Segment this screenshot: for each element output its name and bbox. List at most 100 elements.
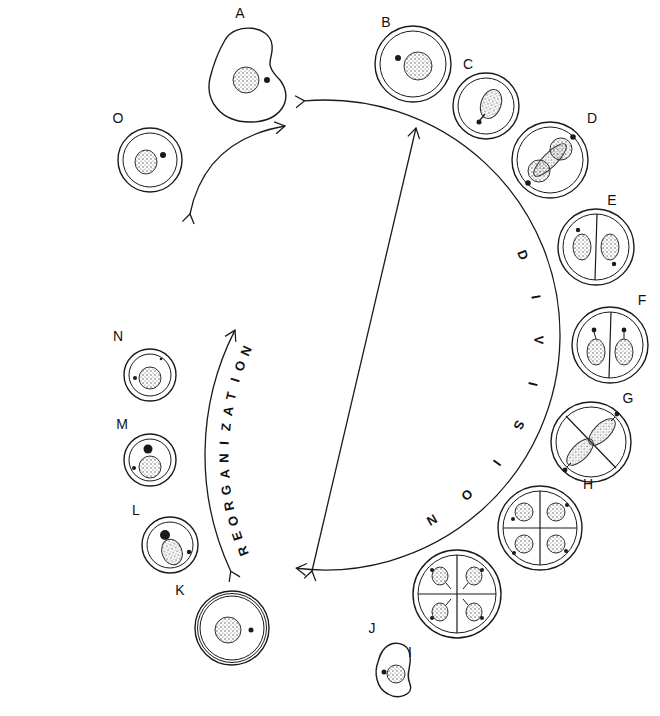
strand: [463, 599, 468, 605]
cyst-wall: [453, 73, 519, 139]
nucleus: [158, 536, 186, 567]
arc-letter: R: [235, 544, 251, 558]
nucleus: [387, 665, 405, 683]
arc-letter: I: [491, 457, 504, 468]
granule: [133, 376, 137, 380]
strand: [609, 312, 611, 378]
granule: [612, 262, 616, 266]
cells: [118, 26, 648, 697]
cycle-arrows: [182, 96, 560, 582]
arc-letter: I: [529, 294, 542, 300]
cyst-wall-inner: [503, 491, 577, 565]
arc-letter: Z: [219, 422, 233, 431]
nucleus: [515, 535, 533, 553]
nucleus: [404, 52, 432, 80]
nucleus: [547, 535, 565, 553]
cyst-wall-inner: [123, 133, 177, 187]
granule: [477, 120, 482, 125]
arc-letter: A: [218, 469, 232, 479]
cyst-wall: [551, 402, 631, 482]
cell-outline: [209, 28, 286, 122]
cyst-wall-inner: [556, 407, 626, 477]
arrow-tail: [182, 214, 194, 224]
cyst-wall: [142, 517, 198, 573]
nucleus: [432, 567, 448, 585]
division-arc: [296, 100, 560, 570]
nucleus: [466, 567, 482, 585]
cyst-wall: [118, 128, 182, 192]
arrow-tail: [304, 571, 316, 581]
stage-letter: B: [381, 15, 390, 29]
stage-letter: M: [116, 417, 128, 431]
strand: [624, 332, 625, 339]
granule: [160, 152, 166, 158]
arc-letter: S: [511, 418, 526, 431]
granule: [563, 468, 568, 473]
granule: [132, 466, 136, 470]
arrow-tail: [229, 571, 240, 582]
cyst-wall-inner: [517, 127, 583, 193]
nucleus: [601, 234, 619, 260]
granule: [565, 503, 569, 507]
granule: [249, 628, 254, 633]
arc-letter: I: [218, 441, 231, 445]
nucleus: [547, 503, 565, 521]
strand: [480, 114, 485, 120]
nucleus: [139, 456, 161, 478]
nucleus: [573, 234, 591, 260]
granule: [430, 616, 434, 620]
granule: [615, 412, 620, 417]
granule: [622, 328, 627, 333]
nucleus: [587, 339, 605, 365]
granule: [480, 568, 484, 572]
arrow-head: [225, 330, 236, 342]
stage-letter: E: [607, 193, 616, 207]
cyst-wall-inner: [147, 522, 193, 568]
cyst-wall: [375, 26, 451, 102]
arc-letter: G: [219, 484, 233, 496]
cyst-wall-inner: [577, 312, 643, 378]
stage-letter: O: [113, 111, 124, 125]
strand: [418, 593, 496, 594]
arc-letter: O: [225, 514, 240, 527]
cyst-wall-inner: [418, 555, 496, 633]
arc-letter: N: [425, 512, 440, 528]
strand: [594, 332, 596, 339]
cyst-wall: [512, 122, 588, 198]
arc-letter: O: [232, 358, 248, 372]
nucleus: [515, 503, 533, 521]
stage-letter: G: [623, 391, 634, 405]
stage-letter: N: [113, 329, 123, 343]
granule: [525, 180, 531, 186]
cyst-wall: [572, 307, 648, 383]
granule: [480, 616, 484, 620]
nucleus: [432, 603, 448, 621]
arc-letter: T: [224, 390, 238, 401]
return-line: [312, 128, 416, 571]
stage-letter: J: [369, 621, 376, 635]
granule: [564, 549, 568, 553]
arrow-head: [296, 564, 307, 576]
arc-letter: N: [217, 454, 230, 464]
nucleus: [476, 86, 505, 121]
nucleus: [215, 617, 241, 643]
strand: [611, 417, 615, 421]
arc-letter: V: [532, 336, 545, 345]
arc-letter: I: [228, 377, 241, 384]
strand: [503, 527, 577, 528]
excystation-arc: [190, 126, 285, 214]
nucleus: [550, 138, 572, 160]
arc-letter: N: [238, 344, 254, 358]
arc-letter: R: [222, 500, 237, 512]
nucleus: [584, 414, 619, 449]
arc-letter: E: [230, 530, 245, 542]
strand: [446, 583, 451, 589]
granule: [511, 517, 515, 521]
granule: [160, 358, 163, 361]
stage-letter: C: [463, 57, 473, 71]
cyst-wall: [124, 434, 176, 486]
nucleus: [233, 67, 259, 93]
arc-letter: I: [527, 380, 540, 386]
